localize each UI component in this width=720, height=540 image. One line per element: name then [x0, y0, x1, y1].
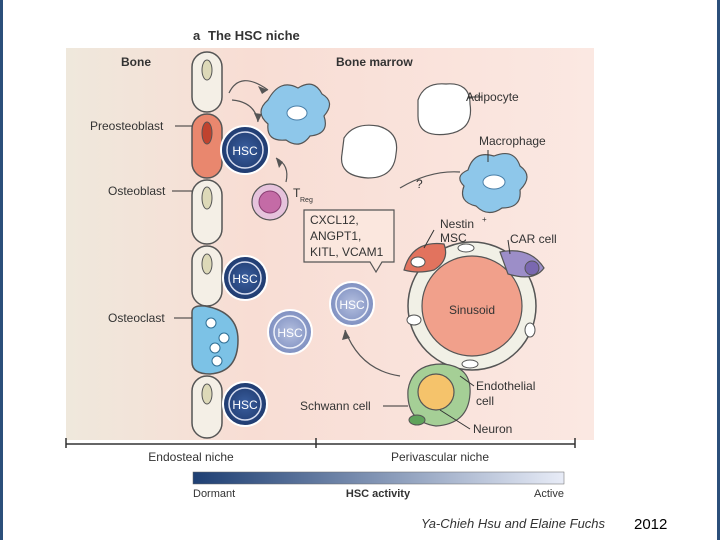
hsc-label: HSC — [277, 326, 303, 340]
arrow-heads — [254, 86, 350, 340]
endothelial-nucleus — [406, 314, 422, 326]
adipocyte-label: Adipocyte — [466, 90, 519, 104]
schwann-nucleus — [408, 414, 426, 426]
leader-line — [423, 229, 435, 249]
sinusoid-complex: Sinusoid — [403, 241, 545, 371]
hsc-cell-intermediate: HSC — [267, 309, 313, 355]
endothelial-nucleus — [461, 359, 479, 369]
activity-dormant-label: Dormant — [193, 488, 235, 500]
lining-nucleus — [201, 59, 213, 81]
osteoclast-nucleus — [211, 355, 223, 367]
endosteal-niche-label: Endosteal niche — [148, 450, 234, 464]
hsc-activity-gradient — [192, 471, 565, 485]
osteoclast-cell — [191, 305, 239, 375]
bone-lining-cells — [191, 51, 239, 439]
panel-letter: a — [193, 28, 201, 43]
lining-nucleus — [201, 383, 213, 405]
adipocyte-cell — [417, 83, 472, 136]
lining-cell — [191, 375, 223, 439]
neuron-schwann-complex — [407, 363, 471, 427]
hsc-cell-endosteal-bottom: HSC — [222, 381, 268, 427]
preosteoblast-nucleus — [201, 121, 213, 145]
schwann-cell-label: Schwann cell — [300, 399, 371, 413]
osteoclast-nucleus — [218, 332, 230, 344]
factor-line-1: CXCL12, — [310, 213, 359, 227]
leader-line — [459, 375, 475, 387]
bone-label: Bone — [121, 55, 151, 69]
osteoblast-nucleus — [201, 186, 213, 210]
car-cell-nucleus — [524, 260, 540, 276]
niche-factors-callout: CXCL12, ANGPT1, KITL, VCAM1 — [303, 209, 395, 274]
macrophage-label: Macrophage — [479, 134, 546, 148]
neuron-axon — [417, 373, 455, 411]
bone-marrow-label: Bone marrow — [336, 55, 413, 69]
neuron-label: Neuron — [473, 422, 512, 436]
activity-active-label: Active — [534, 488, 564, 500]
perivascular-niche-label: Perivascular niche — [391, 450, 489, 464]
marrow-cell — [340, 124, 398, 179]
figure-title: The HSC niche — [208, 28, 300, 43]
lining-cell — [191, 51, 223, 113]
hsc-label: HSC — [339, 298, 365, 312]
macrophage-nucleus — [482, 174, 506, 190]
treg-label: T — [293, 186, 301, 200]
osteoclast-nucleus — [209, 342, 221, 354]
nestin-msc-label-1: Nestin — [440, 217, 474, 231]
car-cell-label: CAR cell — [510, 232, 557, 246]
activity-title: HSC activity — [346, 488, 411, 500]
treg-cell — [251, 183, 289, 221]
hsc-cell-endosteal: HSC — [222, 255, 268, 301]
hsc-label: HSC — [232, 272, 258, 286]
unknown-interaction-mark: ? — [416, 177, 423, 191]
sinusoid-label: Sinusoid — [449, 303, 495, 317]
osteoblast-label: Osteoblast — [108, 184, 166, 198]
leader-line — [507, 239, 511, 255]
left-border — [0, 0, 3, 540]
treg-subscript: Reg — [300, 197, 313, 204]
preosteoblast-label: Preosteoblast — [90, 119, 164, 133]
endothelial-nucleus — [457, 243, 475, 253]
osteoblast-cell — [191, 179, 223, 245]
leader-line — [439, 409, 471, 430]
sinusoid-lumen — [421, 255, 523, 357]
right-border — [717, 0, 720, 540]
lining-nucleus — [201, 253, 213, 275]
hsc-label: HSC — [232, 398, 258, 412]
figure-credit: Ya-Chieh Hsu and Elaine Fuchs — [421, 516, 606, 531]
endothelial-nucleus — [524, 322, 536, 338]
factor-line-2: ANGPT1, — [310, 229, 361, 243]
niche-axis — [65, 438, 576, 448]
hsc-label: HSC — [232, 144, 258, 158]
osteoclast-nucleus — [205, 317, 217, 329]
hsc-cell-perivascular: HSC — [329, 281, 375, 327]
endothelial-label-2: cell — [476, 394, 494, 408]
endothelial-label-1: Endothelial — [476, 379, 535, 393]
hsc-cell-endosteal-top: HSC — [220, 125, 270, 175]
macrophage-nucleus — [286, 105, 308, 121]
nestin-msc-label-2: MSC — [440, 231, 467, 245]
factor-line-3: KITL, VCAM1 — [310, 245, 384, 259]
nestin-msc-nucleus — [410, 256, 426, 268]
nestin-msc-superscript: + — [482, 215, 487, 224]
osteoclast-label: Osteoclast — [108, 311, 165, 325]
figure-year: 2012 — [634, 516, 668, 533]
